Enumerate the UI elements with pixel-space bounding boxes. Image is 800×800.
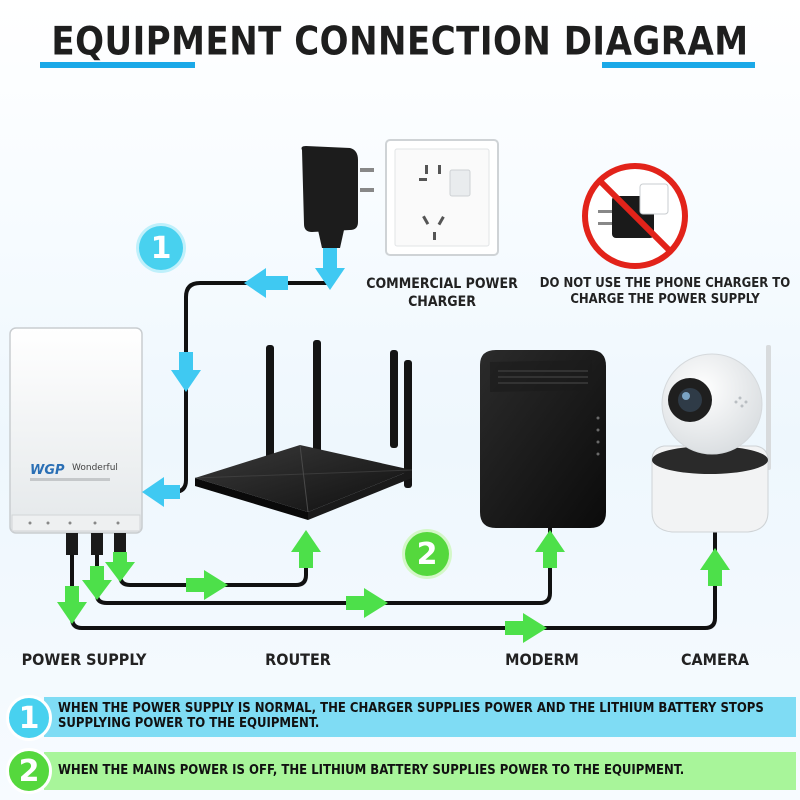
wall-adapter (301, 146, 374, 256)
note-row-1: WHEN THE POWER SUPPLY IS NORMAL, THE CHA… (44, 697, 796, 737)
modem-label: MODERM (505, 650, 579, 669)
warning-label: DO NOT USE THE PHONE CHARGER TO CHARGE T… (539, 276, 791, 308)
brand-name: Wonderful (72, 463, 118, 473)
title-underline-right (602, 62, 755, 68)
arrow-green-down-ps-1 (57, 586, 87, 624)
brand-logo: WGP (30, 463, 65, 478)
callout-two: 2 (405, 532, 449, 576)
camera-cable (70, 528, 717, 630)
arrow-green-down-ps-2 (82, 566, 112, 600)
callout-one: 1 (139, 226, 183, 270)
arrow-green-up-modem (535, 530, 565, 568)
modem-device (480, 350, 606, 528)
arrow-green-right-router (186, 570, 228, 600)
arrow-blue-down-side (171, 352, 201, 392)
arrow-green-up-camera (700, 548, 730, 586)
router-device (194, 340, 413, 520)
commercial-charger-label: COMMERCIAL POWER CHARGER (366, 276, 518, 310)
no-phone-charger-icon (582, 163, 688, 269)
power-supply-device: WGP Wonderful (9, 327, 143, 555)
arrow-green-down-ps-3 (105, 552, 135, 582)
camera-device (651, 345, 771, 533)
arrow-green-right-camera (505, 613, 547, 643)
note-2-number: 2 (6, 748, 52, 794)
arrow-green-right-modem (346, 588, 388, 618)
note-1-number: 1 (6, 695, 52, 741)
page-title: EQUIPMENT CONNECTION DIAGRAM (51, 19, 749, 65)
arrow-blue-left-top (244, 268, 288, 298)
arrow-blue-left-ps (142, 477, 180, 507)
wall-socket-icon (385, 139, 499, 256)
note-row-2: WHEN THE MAINS POWER IS OFF, THE LITHIUM… (44, 752, 796, 790)
camera-label: CAMERA (680, 650, 750, 669)
arrow-blue-down-charger (315, 248, 345, 290)
note-1-text: WHEN THE POWER SUPPLY IS NORMAL, THE CHA… (58, 701, 764, 731)
title-underline-left (40, 62, 195, 68)
power-supply-label: POWER SUPPLY (21, 650, 147, 669)
note-2-text: WHEN THE MAINS POWER IS OFF, THE LITHIUM… (58, 762, 685, 778)
router-label: ROUTER (265, 650, 331, 669)
arrow-green-up-router (291, 530, 321, 568)
